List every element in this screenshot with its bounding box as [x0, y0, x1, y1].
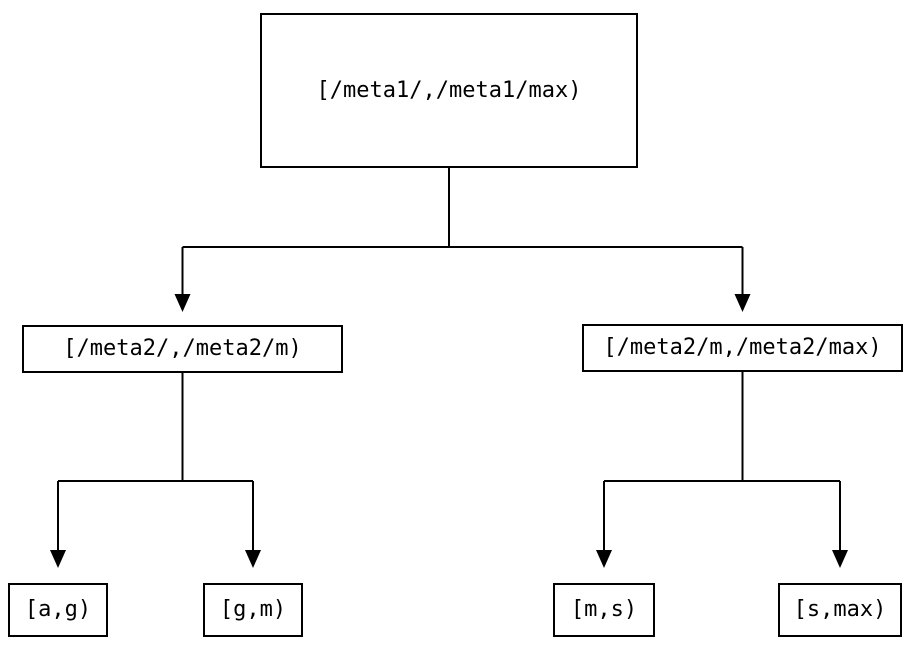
node-root: [/meta1/,/meta1/max) [260, 13, 638, 168]
node-leaf-m-s-label: [m,s) [570, 597, 638, 622]
node-meta2-right: [/meta2/m,/meta2/max) [582, 324, 903, 372]
arrowhead-meta2-right [734, 294, 751, 312]
arrowhead-leaf-g-m [245, 550, 261, 568]
edge-meta2-right-to-leaves [603, 372, 841, 550]
node-leaf-a-g-label: [a,g) [24, 597, 92, 622]
arrowhead-leaf-s-max [832, 550, 848, 568]
node-leaf-g-m: [g,m) [203, 583, 303, 637]
edge-meta2-left-to-leaves [57, 373, 254, 550]
node-meta2-left: [/meta2/,/meta2/m) [22, 325, 343, 373]
node-meta2-right-label: [/meta2/m,/meta2/max) [603, 335, 882, 360]
edge-meta2-left-trunk-line [57, 373, 254, 550]
arrowhead-leaf-a-g [50, 550, 66, 568]
arrowhead-leaf-m-s [596, 550, 612, 568]
node-leaf-m-s: [m,s) [553, 583, 655, 637]
node-leaf-s-max-label: [s,max) [793, 597, 887, 622]
edge-meta2-right-trunk-line [603, 372, 841, 550]
edge-root-to-meta2 [181, 168, 744, 294]
node-leaf-g-m-label: [g,m) [219, 597, 287, 622]
edge-root-trunk-line [181, 168, 744, 294]
node-meta2-left-label: [/meta2/,/meta2/m) [63, 336, 302, 361]
arrowhead-meta2-left [174, 294, 191, 312]
node-root-label: [/meta1/,/meta1/max) [316, 77, 582, 103]
node-leaf-a-g: [a,g) [8, 583, 108, 637]
node-leaf-s-max: [s,max) [778, 583, 902, 637]
